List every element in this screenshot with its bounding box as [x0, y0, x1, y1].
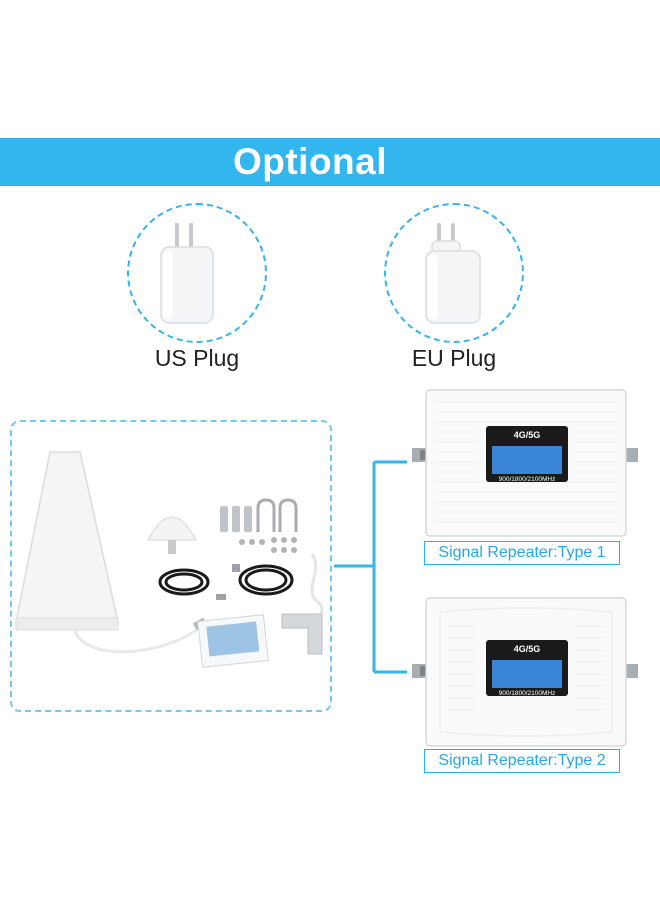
optional-banner: Optional — [0, 138, 660, 186]
repeater-type2-band: 4G/5G — [514, 644, 541, 654]
cable-connector-b — [232, 564, 240, 572]
us-plug-label: US Plug — [154, 345, 240, 371]
indoor-antenna — [147, 516, 197, 554]
repeater-type2-label: Signal Repeater:Type 2 — [424, 749, 620, 773]
wall-bracket — [281, 613, 323, 655]
kit-contents-image — [15, 451, 324, 668]
repeater-type1-label: Signal Repeater:Type 1 — [424, 541, 620, 565]
repeater-type1-frequency: 900/1800/2100MHz — [499, 476, 556, 483]
repeater-type1-band: 4G/5G — [514, 430, 541, 440]
us-plug-circle — [127, 203, 267, 343]
repeater-type2-image: 4G/5G 900/1800/2100MHz — [412, 597, 638, 747]
coaxial-cables — [158, 564, 294, 596]
us-plug-icon — [160, 223, 214, 324]
user-manual — [197, 614, 269, 668]
eu-plug-circle — [384, 203, 524, 343]
eu-plug-label: EU Plug — [411, 345, 497, 371]
eu-plug-icon — [425, 223, 481, 324]
repeater-type1-image: 4G/5G 900/1800/2100MHz — [412, 389, 638, 537]
kit-contents-frame — [10, 420, 332, 712]
repeater-type2-frequency: 900/1800/2100MHz — [499, 690, 556, 697]
mounting-hardware — [220, 498, 298, 553]
banner-title: Optional — [232, 141, 388, 182]
repeater-type2-port-right — [624, 664, 638, 678]
cable-connector-a — [216, 594, 226, 600]
repeater-type1-port-right — [624, 448, 638, 462]
